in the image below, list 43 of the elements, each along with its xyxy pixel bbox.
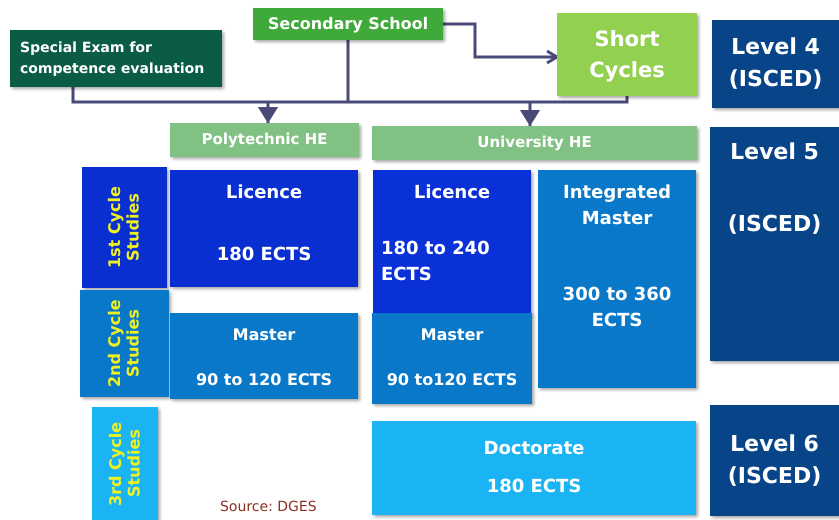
box-text: Polytechnic HE — [202, 129, 328, 150]
arrow — [443, 22, 558, 64]
degree-box — [170, 313, 358, 399]
degree-text: Licence — [226, 181, 302, 205]
degree-text: 300 to 360 ECTS — [562, 283, 672, 334]
degree-box — [372, 313, 532, 404]
level-text: (ISCED) — [728, 210, 822, 239]
vertical-text: 2nd Cycle Studies — [106, 298, 143, 390]
degree-text: Licence — [414, 181, 490, 205]
degree-text: 180 ECTS — [486, 475, 582, 499]
source-note: Source: DGES — [220, 499, 317, 515]
school-box — [253, 8, 443, 40]
vertical-text: 3rd Cycle Studies — [106, 420, 144, 508]
exam-box — [10, 30, 222, 87]
level-box — [710, 127, 839, 361]
degree-box — [372, 421, 696, 515]
degree-box — [538, 170, 696, 388]
cycle-label-box — [92, 407, 158, 520]
degree-text: Integrated Master — [562, 181, 672, 232]
degree-text: 90 to 120 ECTS — [196, 369, 332, 392]
level-text: Level 4 (ISCED) — [728, 34, 824, 94]
degree-text: Master — [232, 324, 296, 346]
box-text: University HE — [477, 132, 592, 154]
institution-box — [372, 126, 697, 160]
vertical-text: 1st Cycle Studies — [106, 186, 143, 270]
box-text: Secondary School — [268, 13, 428, 36]
degree-text: Doctorate — [484, 436, 584, 461]
degree-box — [170, 170, 358, 287]
degree-text: 90 to120 ECTS — [386, 369, 518, 392]
degree-text: Master — [420, 324, 484, 346]
level-text: Level 5 — [730, 139, 819, 167]
cycle-box — [557, 13, 697, 96]
level-box — [712, 20, 839, 108]
degree-text: 180 to 240 ECTS — [381, 237, 491, 288]
level-box — [710, 405, 839, 516]
box-text: Short Cycles — [588, 26, 666, 84]
degree-box — [373, 170, 531, 315]
box-text: Special Exam for competence evaluation — [20, 39, 206, 78]
cycle-label-box — [82, 167, 167, 288]
level-text: Level 6 (ISCED) — [726, 430, 822, 490]
degree-text: 180 ECTS — [216, 243, 312, 268]
institution-box — [170, 123, 359, 157]
cycle-label-box — [80, 290, 169, 397]
